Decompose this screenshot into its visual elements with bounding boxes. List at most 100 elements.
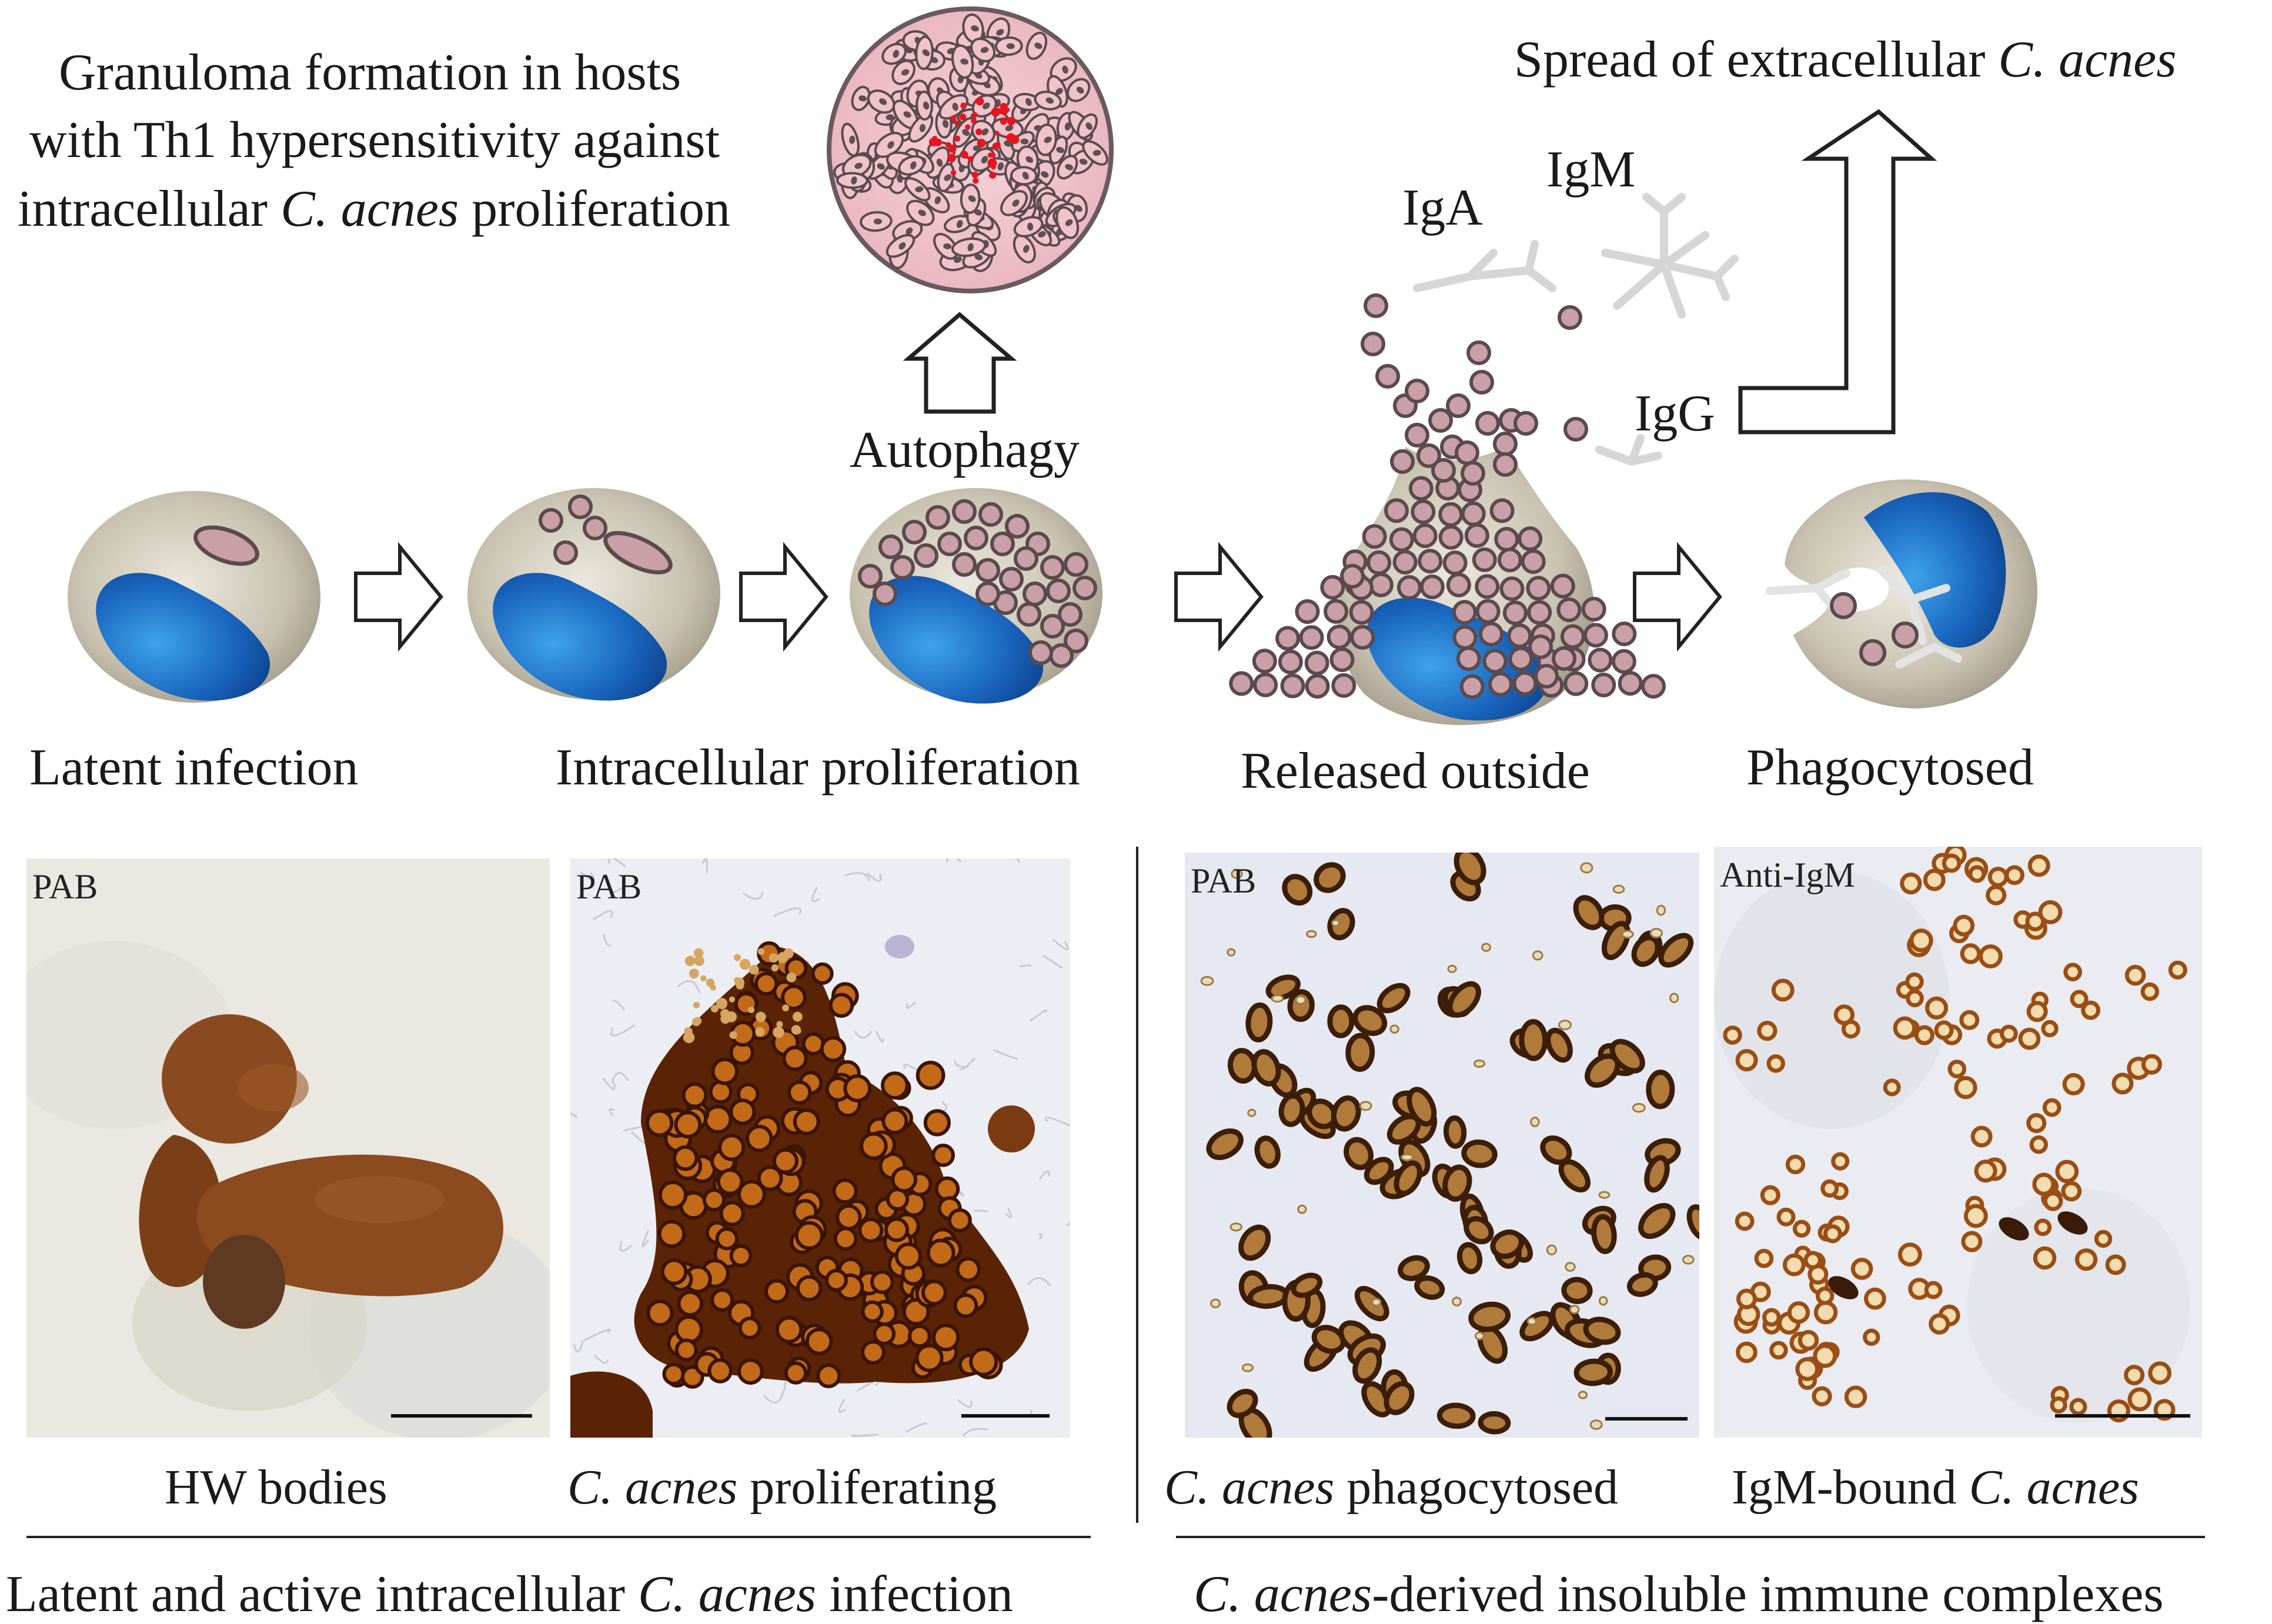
phagocytosed-bacterium xyxy=(1376,983,1411,1014)
stained-bacterium xyxy=(681,1082,708,1108)
granule xyxy=(700,975,707,982)
stained-bacterium xyxy=(672,1145,699,1171)
bacterium xyxy=(1275,626,1301,651)
small-particle xyxy=(1331,919,1341,927)
bacterium xyxy=(1489,498,1515,523)
granule xyxy=(756,1011,766,1022)
dark-complex xyxy=(2057,1211,2088,1235)
tissue-fiber xyxy=(603,934,612,947)
bacterium xyxy=(978,502,1003,527)
bacterium xyxy=(1072,576,1097,600)
bacterium xyxy=(1405,379,1429,403)
phagocytosed-bacterium xyxy=(1638,1202,1676,1239)
bacterium xyxy=(1040,614,1065,639)
phagocytosed-bacterium xyxy=(1540,1135,1572,1165)
right-group-rule xyxy=(1176,1536,2205,1538)
bacterium xyxy=(1591,672,1616,697)
igm-bound-bacterium xyxy=(2000,1024,2018,1043)
phagocytosed-bacterium xyxy=(1456,1242,1483,1275)
bacterium xyxy=(1513,411,1538,436)
bacterium xyxy=(1324,599,1349,624)
stained-bacterium xyxy=(820,1035,847,1062)
bacterium xyxy=(1438,524,1464,550)
red-bacterium xyxy=(989,171,997,179)
bacterium xyxy=(1493,452,1518,477)
stained-bacterium xyxy=(709,1080,733,1104)
stage-label-phagocytosed: Phagocytosed xyxy=(1746,739,2034,796)
stained-bacterium xyxy=(794,1221,824,1250)
red-bacterium xyxy=(971,171,978,178)
iga-antibody xyxy=(1413,240,1556,292)
granule xyxy=(693,1017,702,1025)
bacterium xyxy=(1469,370,1494,395)
granule xyxy=(783,948,794,958)
red-bacterium xyxy=(994,131,1000,136)
granuloma-nucleus xyxy=(1062,65,1068,74)
cell-proliferation-early xyxy=(467,488,720,701)
stained-bacterium xyxy=(737,1179,766,1209)
small-particle xyxy=(1400,1153,1414,1161)
red-bacterium xyxy=(994,108,1001,114)
red-bacterium xyxy=(960,102,967,109)
granuloma-nucleus xyxy=(1055,88,1063,95)
bacterium xyxy=(1384,498,1409,523)
bacterium xyxy=(1534,664,1559,689)
igm-bound-bacterium xyxy=(1776,1207,1796,1227)
stained-bacterium xyxy=(737,1358,764,1385)
granuloma-nucleus xyxy=(1038,231,1046,238)
stained-bacterium xyxy=(702,1188,726,1212)
granule xyxy=(773,1027,784,1038)
bacterium xyxy=(1452,600,1477,625)
bacterium xyxy=(1361,332,1385,356)
granuloma-nucleus xyxy=(981,156,988,163)
phagocytosed-bacterium xyxy=(1352,1005,1388,1036)
bacterium xyxy=(1583,623,1608,648)
bacterium xyxy=(1364,293,1388,318)
bacterium xyxy=(1527,600,1552,625)
small-particle xyxy=(1558,1020,1572,1031)
granule xyxy=(716,998,728,1010)
stage-label-proliferation: Intracellular proliferation xyxy=(556,739,1080,796)
stained-bacterium xyxy=(707,1358,733,1384)
phagocytosed-bacterium xyxy=(1327,908,1355,941)
bacterium xyxy=(1046,579,1071,603)
small-particle xyxy=(1474,1331,1485,1341)
bacterium xyxy=(975,582,1000,606)
granuloma-nucleus xyxy=(873,218,882,225)
phagocytosed-bacterium xyxy=(1345,1032,1375,1072)
granuloma-nucleus xyxy=(1022,172,1029,180)
phagocytosed-bacterium xyxy=(1658,933,1694,968)
small-particle xyxy=(1359,1101,1372,1111)
stained-bacterium xyxy=(915,1344,944,1372)
red-bacterium xyxy=(992,142,1000,150)
red-bacterium xyxy=(950,115,957,122)
granuloma-nucleus xyxy=(901,69,910,76)
bacterium xyxy=(1366,550,1392,575)
igm-bound-bacterium xyxy=(1820,1179,1839,1198)
bacterium xyxy=(1446,393,1471,418)
granule xyxy=(684,1027,693,1036)
bacterium xyxy=(1389,527,1414,552)
granule xyxy=(795,1028,801,1034)
stained-bacterium xyxy=(764,1279,790,1304)
phagocytosed-bacterium xyxy=(1245,1002,1273,1042)
igm-bound-bacterium xyxy=(2041,1020,2059,1038)
granule xyxy=(757,948,765,955)
igm-bound-bacterium xyxy=(1823,1224,1842,1244)
granuloma-nucleus xyxy=(981,128,989,136)
tissue-fiber xyxy=(611,1072,629,1084)
igm-bound-bacterium xyxy=(1909,928,1933,953)
granule xyxy=(769,953,779,963)
granuloma-nucleus xyxy=(974,254,983,260)
stained-bacterium xyxy=(843,1074,872,1102)
igm-bound-bacterium xyxy=(1893,1016,1917,1040)
bacterium xyxy=(1349,600,1374,625)
granuloma-nucleus xyxy=(967,243,974,252)
stained-bacterium xyxy=(873,1322,896,1345)
stained-bacterium xyxy=(657,1219,686,1248)
granuloma-nucleus xyxy=(1065,163,1073,171)
stained-bacterium xyxy=(907,1324,931,1348)
granuloma-nucleus xyxy=(997,162,1004,171)
bacterium xyxy=(1494,527,1519,552)
